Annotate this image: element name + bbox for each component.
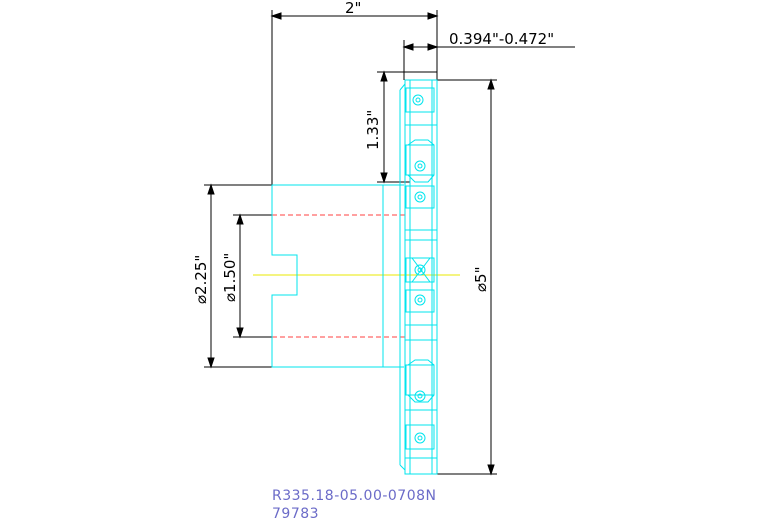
depth-dimension: 1.33" (364, 110, 382, 150)
insert-width-dimension: 0.394"-0.472" (449, 30, 554, 48)
part-number: 79783 (272, 506, 320, 522)
hidden-lines (272, 214, 405, 338)
cutter-diameter-dimension: ⌀5" (472, 267, 490, 292)
length-dimension: 2" (345, 0, 361, 17)
bore-diameter-dimension: ⌀1.50" (221, 253, 239, 302)
hub-outline (271, 184, 404, 368)
cutter-body-outline (399, 79, 438, 475)
hub-diameter-dimension: ⌀2.25" (192, 255, 210, 304)
dimension-lines (204, 10, 575, 476)
part-code: R335.18-05.00-0708N (272, 488, 437, 504)
